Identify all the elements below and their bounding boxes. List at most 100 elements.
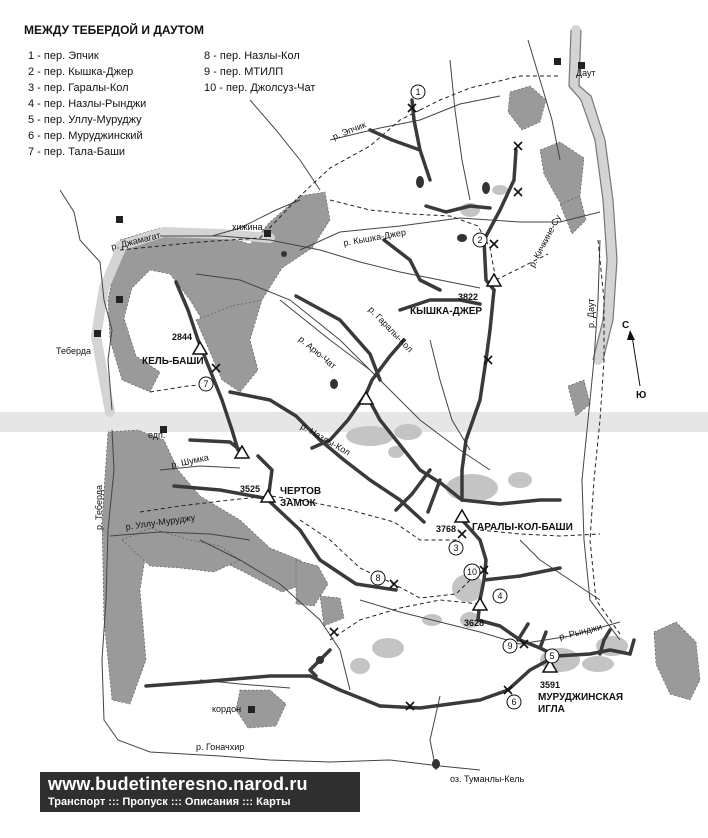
river-garaly-kol-label: р. Гаралы-Кол xyxy=(367,304,415,354)
pass-number-label: 3 xyxy=(453,543,458,553)
pass-list-col1: 1 - пер. Эпчик 2 - пер. Кышка-Джер 3 - п… xyxy=(28,48,146,160)
pass-circle-7: 7 xyxy=(198,376,214,392)
pass-cross-icon xyxy=(513,141,523,151)
peak-murudzhinskaya-igla-name1: МУРУДЖИНСКАЯ xyxy=(538,692,623,703)
pass-circle-10: 10 xyxy=(463,563,481,581)
river-daut-label: р. Даут xyxy=(586,298,596,328)
peak-unnamed-2-icon xyxy=(233,444,251,459)
river-rynzhi-label: р. Рынджи xyxy=(558,622,603,642)
pass-circle-6: 6 xyxy=(506,694,522,710)
place-cordon-label: кордон xyxy=(212,704,241,714)
pass-number-label: 4 xyxy=(497,591,502,601)
site-nav-links[interactable]: Транспорт ::: Пропуск ::: Описания ::: К… xyxy=(48,796,291,808)
peak-kel-bashi-icon xyxy=(191,340,209,355)
river-kichkine-su-label: р. Кичкине-Су xyxy=(527,213,563,269)
lakes xyxy=(281,176,490,769)
peak-3628-icon xyxy=(471,596,489,611)
peak-kel-bashi-height: 2844 xyxy=(172,332,192,342)
place-daut-label: Даут xyxy=(576,68,596,78)
legend-pass-item: 8 - пер. Назлы-Кол xyxy=(204,50,300,62)
buildings xyxy=(94,58,585,713)
peak-unnamed-1-icon xyxy=(357,390,375,405)
compass: С Ю xyxy=(622,320,646,401)
pass-number-label: 6 xyxy=(511,697,516,707)
peak-markers xyxy=(191,272,559,673)
legend-pass-item: 4 - пер. Назлы-Рынджи xyxy=(28,98,147,110)
peak-kyshka-dzher-height: 3822 xyxy=(458,292,478,302)
pass-circle-3: 3 xyxy=(448,540,464,556)
pass-number-label: 2 xyxy=(477,235,482,245)
compass-south-label: Ю xyxy=(636,390,646,401)
pass-circle-5: 5 xyxy=(544,648,560,664)
pass-number-label: 7 xyxy=(203,379,208,389)
fold-line xyxy=(0,412,708,432)
peak-chertov-zamok-icon xyxy=(259,488,277,503)
pass-cross-icon xyxy=(211,363,221,373)
pass-cross-icon xyxy=(329,627,339,637)
pass-cross-icon xyxy=(483,355,493,365)
river-teberda-label: р. Теберда xyxy=(94,485,104,530)
peak-kyshka-dzher-name: КЫШКА-ДЖЕР xyxy=(410,306,482,317)
map-title: МЕЖДУ ТЕБЕРДОЙ И ДАУТОМ xyxy=(24,23,204,37)
legend-pass-item: 10 - пер. Джолсуз-Чат xyxy=(204,82,316,94)
peak-chertov-zamok-name1: ЧЕРТОВ xyxy=(280,486,321,497)
peak-chertov-zamok-height: 3525 xyxy=(240,484,260,494)
legend-pass-item: 7 - пер. Тала-Баши xyxy=(28,146,126,158)
place-hut-label: хижина xyxy=(232,222,263,232)
compass-north-label: С xyxy=(622,320,629,331)
north-arrow-icon xyxy=(627,330,635,340)
peak-murudzhinskaya-igla-name2: ИГЛА xyxy=(538,704,565,715)
pass-cross-icon xyxy=(405,701,415,711)
pass-number-label: 9 xyxy=(507,641,512,651)
river-aryu-chat-label: р. Арю-Чат xyxy=(297,334,338,371)
pass-number-label: 8 xyxy=(375,573,380,583)
legend-pass-item: 3 - пер. Гаралы-Кол xyxy=(28,82,129,94)
legend-pass-item: 9 - пер. МТИЛП xyxy=(204,66,284,78)
peak-garaly-kol-bashi-height: 3768 xyxy=(436,524,456,534)
pass-cross-icon xyxy=(389,579,399,589)
river-epchik-label: р. Эпчик xyxy=(331,119,367,141)
lake-tumanly-kel-label: оз. Туманлы-Кель xyxy=(450,774,525,784)
peak-chertov-zamok-name2: ЗАМОК xyxy=(280,498,317,509)
pass-number-label: 10 xyxy=(467,567,477,577)
peak-murudzhinskaya-igla-icon xyxy=(541,658,559,673)
pass-cross-icon xyxy=(519,639,529,649)
pass-number-label: 1 xyxy=(415,87,420,97)
pass-cross-icon xyxy=(503,685,513,695)
legend-pass-item: 2 - пер. Кышка-Джер xyxy=(28,66,134,78)
pass-circle-4: 4 xyxy=(492,588,508,604)
site-url-link[interactable]: www.budetinteresno.narod.ru xyxy=(48,774,308,794)
legend-pass-item: 6 - пер. Муруджинский xyxy=(28,130,143,142)
ridges xyxy=(144,98,636,710)
pass-markers xyxy=(211,103,529,711)
pass-cross-icon xyxy=(489,239,499,249)
pass-circle-2: 2 xyxy=(472,232,488,248)
compass-arrow-icon xyxy=(631,335,641,387)
place-edp-label: едп. xyxy=(148,430,165,440)
peak-garaly-kol-bashi-icon xyxy=(453,508,471,523)
pass-list-col2: 8 - пер. Назлы-Кол 9 - пер. МТИЛП 10 - п… xyxy=(204,48,315,96)
peak-kel-bashi-name: КЕЛЬ-БАШИ xyxy=(142,356,204,367)
forest-areas xyxy=(101,85,701,729)
trails xyxy=(119,75,621,641)
pass-circle-1: 1 xyxy=(410,84,426,100)
site-banner: www.budetinteresno.narod.ru Транспорт ::… xyxy=(40,772,360,812)
legend-pass-item: 5 - пер. Уллу-Муруджу xyxy=(28,114,142,126)
peak-3628-height: 3628 xyxy=(464,618,484,628)
pass-number-label: 5 xyxy=(549,651,554,661)
river-kyshka-dzher-label: р. Кышка-Джер xyxy=(343,227,407,248)
legend-pass-item: 1 - пер. Эпчик xyxy=(28,50,99,62)
peak-kyshka-dzher-icon xyxy=(485,272,503,287)
river-gonachkhir-label: р. Гоначхир xyxy=(196,742,244,752)
pass-cross-icon xyxy=(407,103,417,113)
peak-garaly-kol-bashi-name: ГАРАЛЫ-КОЛ-БАШИ xyxy=(472,522,573,533)
pass-circle-8: 8 xyxy=(370,570,386,586)
pass-cross-icon xyxy=(513,187,523,197)
pass-cross-icon xyxy=(479,565,489,575)
pass-cross-icon xyxy=(457,529,467,539)
pass-number-circles: 1 2 3 4 5 6 7 8 9 10 xyxy=(198,84,560,710)
place-teberda-label: Теберда xyxy=(56,346,91,356)
pass-circle-9: 9 xyxy=(502,638,518,654)
peak-murudzhinskaya-igla-height: 3591 xyxy=(540,680,560,690)
